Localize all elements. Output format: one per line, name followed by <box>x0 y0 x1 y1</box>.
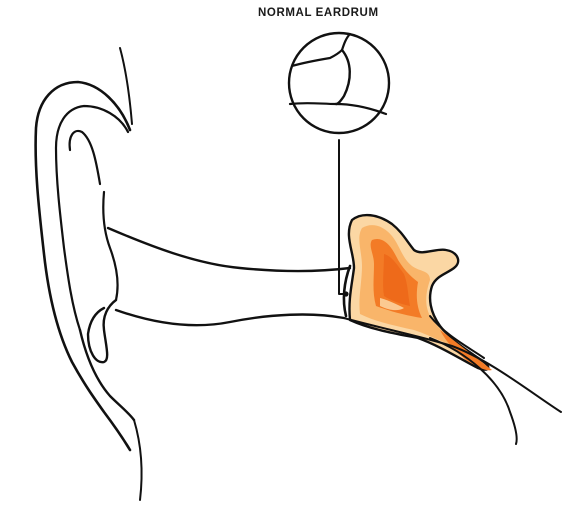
antihelix <box>70 131 100 184</box>
bone-region <box>349 215 492 370</box>
contour-lower-diagonal <box>344 318 561 412</box>
pointer-line <box>339 140 346 294</box>
canal-upper-wall <box>108 228 350 271</box>
jaw-line <box>134 420 142 500</box>
inner-contours <box>344 316 561 444</box>
diagram-title: NORMAL EARDRUM <box>258 7 428 19</box>
ear-canal <box>108 228 350 325</box>
concha <box>103 192 117 300</box>
magnified-eardrum <box>289 33 389 133</box>
tragus <box>88 300 116 362</box>
pointer-dot <box>343 291 348 296</box>
outer-ear <box>36 48 142 500</box>
magnifier-circle <box>289 33 389 133</box>
canal-lower-wall <box>116 310 344 325</box>
